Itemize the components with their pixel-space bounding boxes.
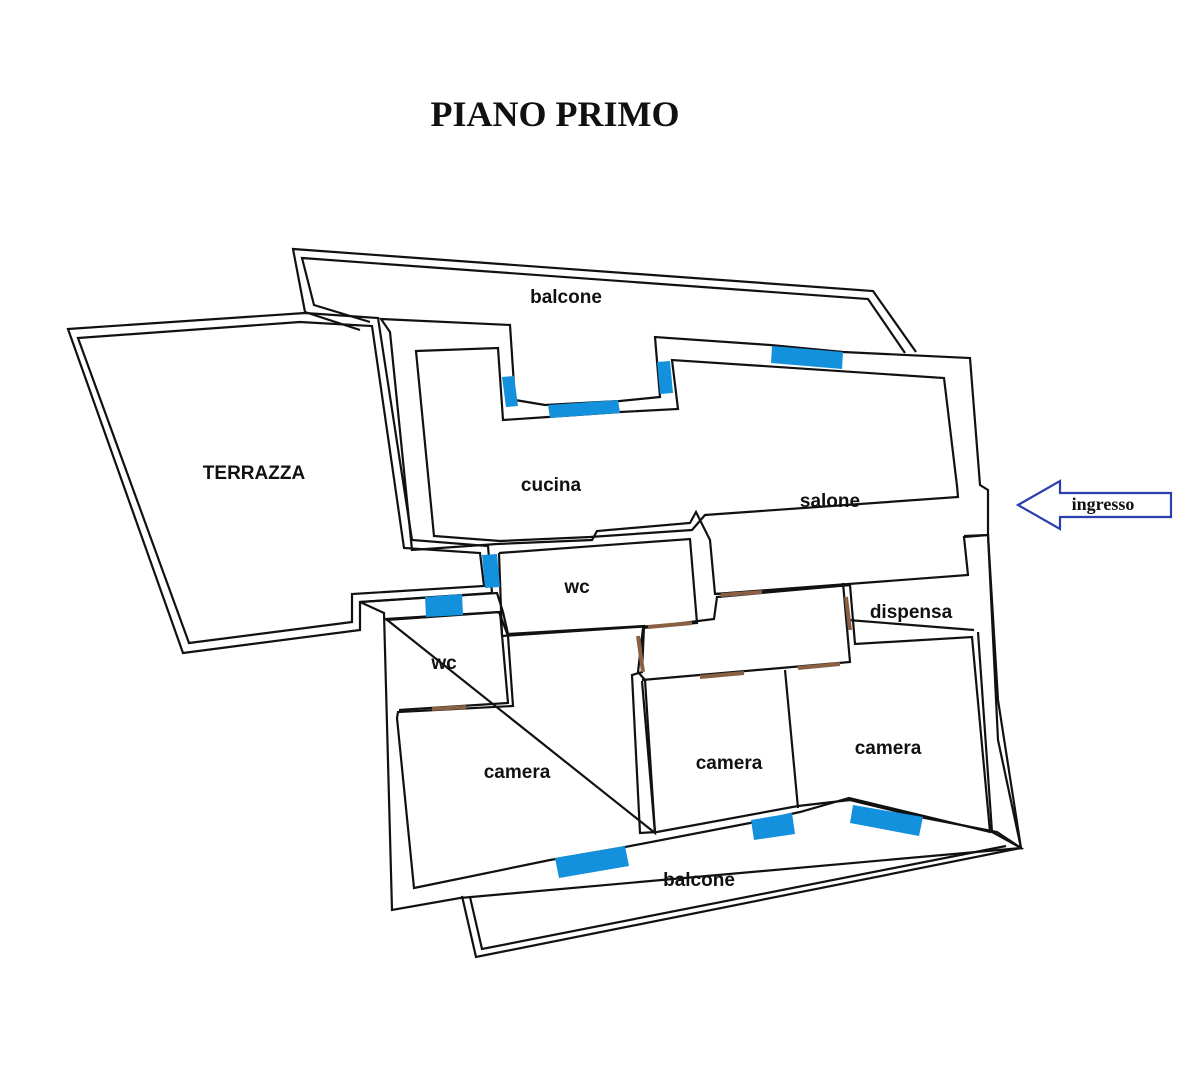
window-kitchen-center bbox=[548, 400, 620, 418]
room-label-camera-middle: camera bbox=[696, 753, 763, 774]
entrance-label: ingresso bbox=[1072, 494, 1135, 514]
room-label-camera-left: camera bbox=[484, 762, 551, 783]
door-dispensa bbox=[844, 596, 852, 631]
room-label-balcone-bottom: balcone bbox=[663, 870, 735, 891]
room-label-cucina: cucina bbox=[521, 475, 582, 496]
window-camera-middle bbox=[751, 813, 795, 840]
balcony-bottom-outline bbox=[460, 844, 1022, 959]
room-label-salone: salone bbox=[800, 491, 860, 512]
room-label-camera-right: camera bbox=[855, 738, 922, 759]
door-camera-right bbox=[797, 662, 841, 670]
room-label-terrazza: TERRAZZA bbox=[203, 463, 306, 484]
balcony-top-outline bbox=[291, 247, 917, 354]
window-salone-top bbox=[771, 346, 843, 369]
bedroom-block-walls bbox=[359, 533, 1025, 912]
door-salone-corridor bbox=[720, 590, 763, 597]
room-label-dispensa: dispensa bbox=[870, 602, 953, 623]
interior-partitions bbox=[385, 537, 975, 834]
window-kitchen-left bbox=[502, 376, 518, 407]
door-camera-middle bbox=[699, 671, 745, 679]
room-label-wc-lower: wc bbox=[430, 653, 457, 674]
room-label-balcone-top: balcone bbox=[530, 287, 602, 308]
door-corridor-top bbox=[647, 621, 693, 629]
door-camera-left bbox=[636, 635, 645, 673]
window-camera-left bbox=[555, 846, 629, 878]
room-label-wc-upper: wc bbox=[563, 577, 590, 598]
window-camera-right bbox=[850, 805, 923, 836]
plan-title: PIANO PRIMO bbox=[431, 94, 680, 134]
door-wc-lower bbox=[431, 705, 467, 711]
window-wc-upper bbox=[482, 554, 500, 588]
window-wc-lower bbox=[425, 594, 463, 617]
doors bbox=[431, 590, 852, 711]
window-salone-left bbox=[657, 361, 673, 394]
windows bbox=[425, 346, 923, 878]
entrance-arrow-icon bbox=[1015, 479, 1173, 531]
